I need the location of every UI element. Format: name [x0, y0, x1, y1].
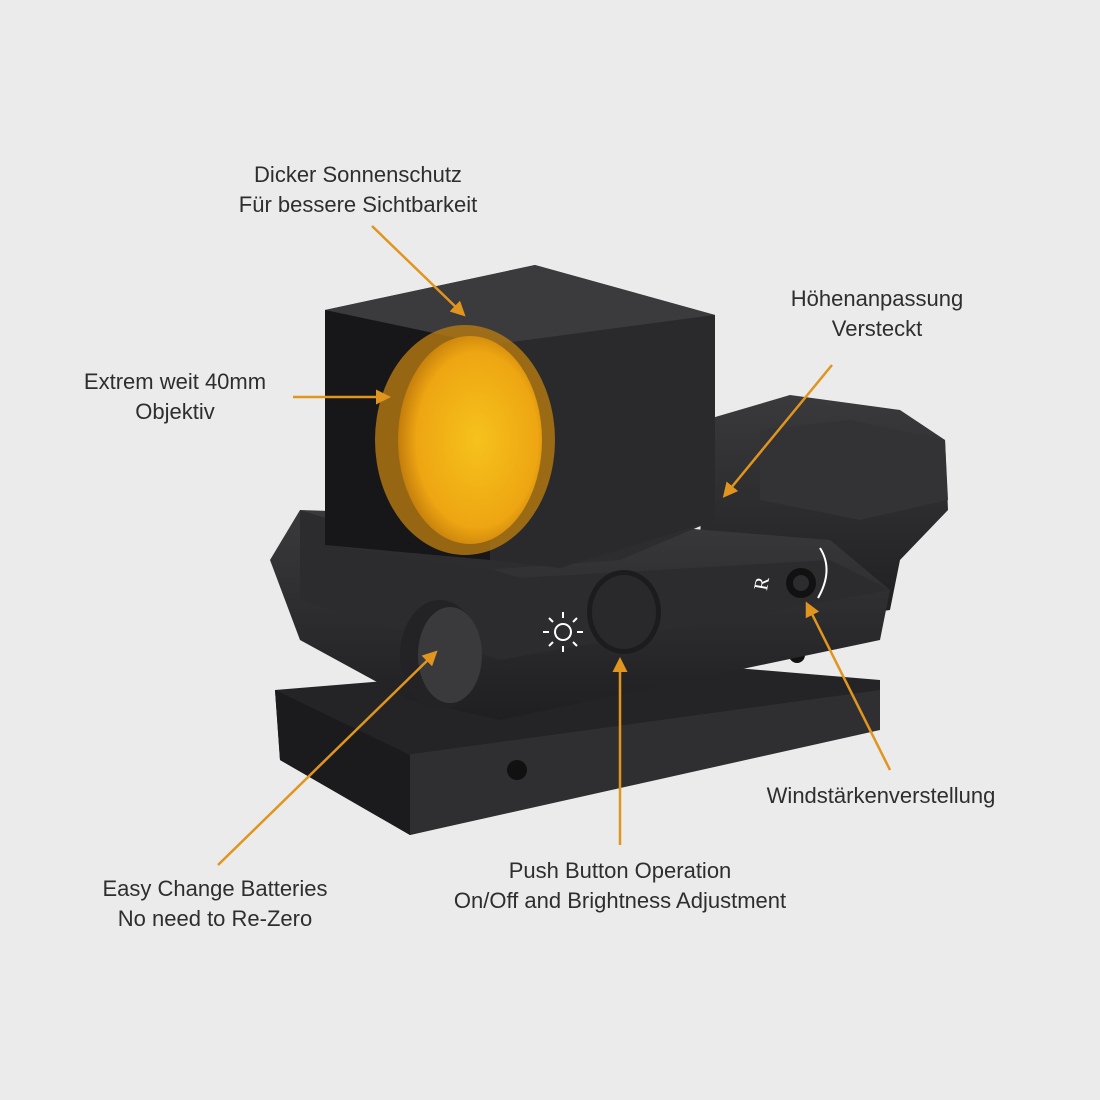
callout-line: Dicker Sonnenschutz	[254, 162, 462, 187]
windage-screw	[786, 547, 828, 599]
windage-marking-r: R	[750, 574, 774, 592]
arrow-sunshade	[371, 225, 466, 317]
callout-line: Extrem weit 40mm	[83, 369, 267, 394]
brightness-sun-icon	[543, 612, 583, 652]
push-button	[587, 570, 661, 654]
arrow-elevation	[722, 364, 833, 498]
callout-line: Versteckt	[831, 316, 923, 341]
arrow-batteries	[217, 650, 438, 866]
objective-lens	[398, 336, 542, 544]
callout-line: Für bessere Sichtbarkeit	[238, 192, 478, 217]
callout-line: Windstärkenverstellung	[766, 783, 996, 808]
callout-windage: Windstärkenverstellung	[767, 781, 996, 811]
callout-elevation: Höhenanpassung Versteckt	[791, 284, 963, 344]
battery-cap-knob	[400, 600, 482, 710]
callout-line: Objektiv	[135, 399, 215, 424]
sunshade-hood	[325, 265, 715, 570]
callout-push-button: Push Button Operation On/Off and Brightn…	[454, 856, 786, 916]
callout-line: Push Button Operation	[508, 858, 732, 883]
callout-objective: Extrem weit 40mm Objektiv	[84, 367, 266, 427]
arrow-windage	[805, 601, 892, 771]
callout-line: Easy Change Batteries	[102, 876, 328, 901]
callout-line: Höhenanpassung	[790, 286, 964, 311]
callout-line: No need to Re-Zero	[117, 906, 313, 931]
callout-line: On/Off and Brightness Adjustment	[453, 888, 787, 913]
callout-batteries: Easy Change Batteries No need to Re-Zero	[102, 874, 327, 934]
callout-sunshade: Dicker Sonnenschutz Für bessere Sichtbar…	[239, 160, 477, 220]
